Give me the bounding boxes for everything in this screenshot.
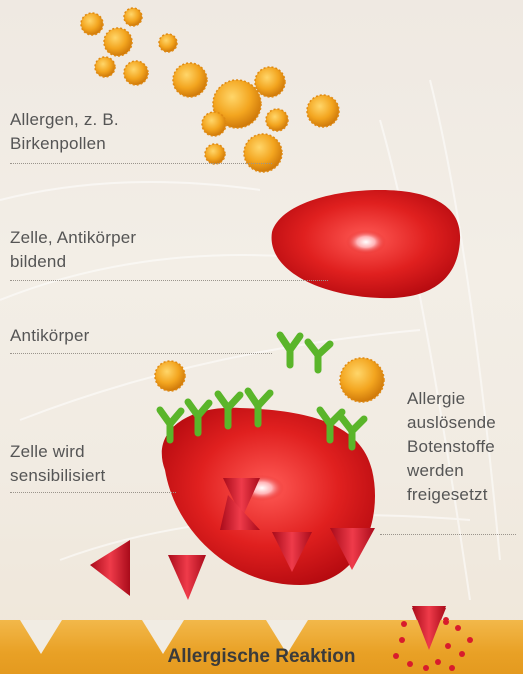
label-sensitized-line2: sensibilisiert — [10, 464, 105, 488]
pollen-cluster — [81, 8, 339, 172]
leader-messengers — [380, 534, 516, 535]
label-allergen-line2: Birkenpollen — [10, 132, 119, 156]
label-cell-line1: Zelle, Antikörper — [10, 226, 136, 250]
label-allergen-line1: Allergen, z. B. — [10, 108, 119, 132]
leader-antibody — [10, 353, 272, 354]
label-messengers-line1: Allergie — [407, 387, 496, 411]
label-messengers-line4: werden — [407, 459, 496, 483]
free-antibodies — [280, 335, 330, 370]
label-messengers-line3: Botenstoffe — [407, 435, 496, 459]
label-messengers-line5: freigesetzt — [407, 483, 496, 507]
antibody-forming-cell — [272, 190, 461, 298]
label-cell: Zelle, Antikörper bildend — [10, 226, 136, 274]
label-messengers: Allergie auslösende Botenstoffe werden f… — [407, 387, 496, 507]
leader-allergen — [10, 163, 272, 164]
leader-sensitized — [10, 492, 176, 493]
label-sensitized: Zelle wird sensibilisiert — [10, 440, 105, 488]
label-cell-line2: bildend — [10, 250, 136, 274]
label-messengers-line2: auslösende — [407, 411, 496, 435]
leader-cell — [10, 280, 328, 281]
label-sensitized-line1: Zelle wird — [10, 440, 105, 464]
label-allergen: Allergen, z. B. Birkenpollen — [10, 108, 119, 156]
footer-title: Allergische Reaktion — [0, 646, 523, 668]
label-antibody: Antikörper — [10, 324, 89, 348]
